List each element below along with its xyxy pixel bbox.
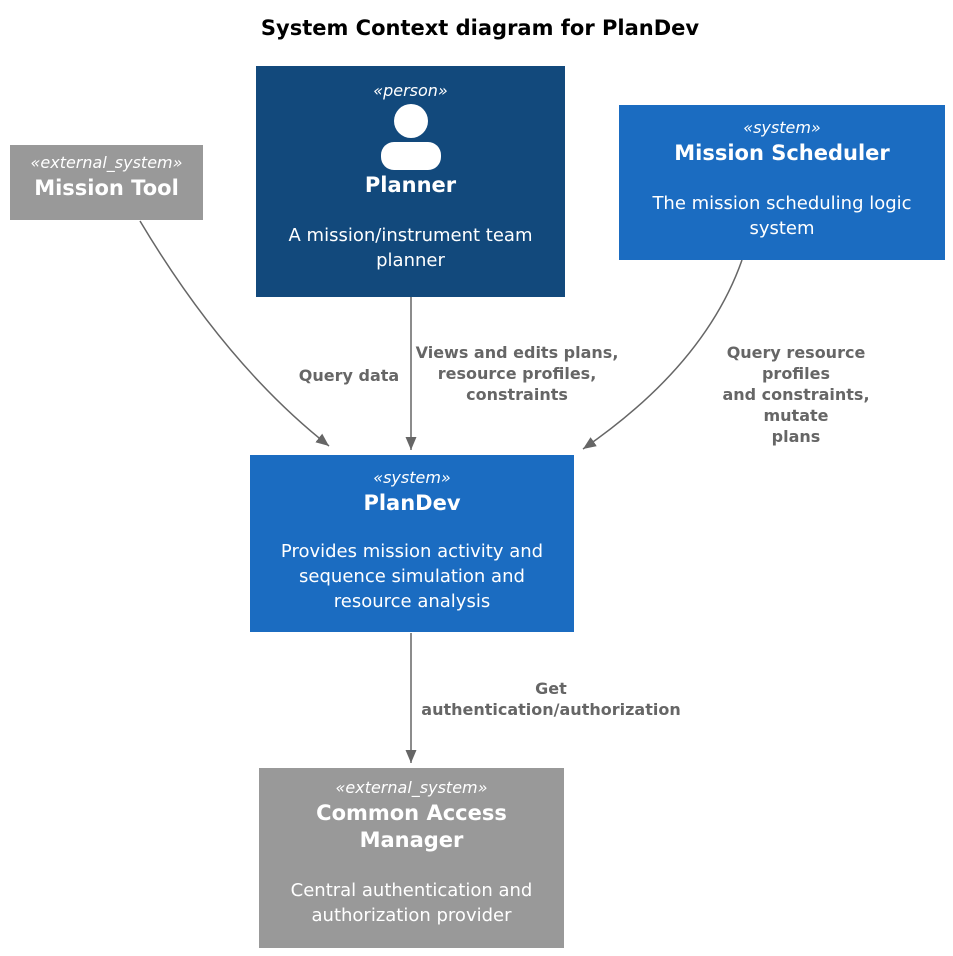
common-access-manager-name: Common Access Manager bbox=[316, 801, 507, 852]
node-mission-scheduler: «system» Mission Scheduler The mission s… bbox=[619, 105, 945, 260]
common-access-manager-stereotype: «external_system» bbox=[335, 778, 488, 797]
arrow-mission-tool-to-plandev bbox=[139, 220, 330, 447]
plandev-description: Provides mission activity and sequence s… bbox=[280, 541, 544, 612]
edge-label-query-resource-profiles: Query resource profiles and constraints,… bbox=[722, 343, 870, 446]
mission-tool-name: Mission Tool bbox=[34, 176, 179, 200]
node-planner: «person» Planner A mission/instrument te… bbox=[256, 66, 565, 297]
edge-label-query-data: Query data bbox=[298, 366, 400, 385]
person-icon bbox=[380, 104, 441, 170]
arrow-mission-scheduler-to-plandev bbox=[582, 259, 743, 450]
plandev-name: PlanDev bbox=[363, 491, 461, 515]
mission-scheduler-description: The mission scheduling logic system bbox=[652, 193, 912, 239]
node-plandev: «system» PlanDev Provides mission activi… bbox=[250, 455, 574, 632]
edge-label-get-authentication: Get authentication/authorization bbox=[421, 679, 681, 719]
diagram-title: System Context diagram for PlanDev bbox=[260, 16, 700, 40]
node-common-access-manager: «external_system» Common Access Manager … bbox=[259, 768, 564, 948]
node-mission-tool: «external_system» Mission Tool bbox=[10, 145, 203, 220]
mission-scheduler-stereotype: «system» bbox=[743, 118, 821, 137]
planner-description: A mission/instrument team planner bbox=[288, 225, 533, 271]
planner-name: Planner bbox=[364, 173, 457, 197]
planner-stereotype: «person» bbox=[373, 81, 448, 100]
common-access-manager-description: Central authentication and authorization… bbox=[290, 880, 533, 926]
edge-label-views-and-edits-plans: Views and edits plans, resource profiles… bbox=[415, 343, 619, 404]
plandev-stereotype: «system» bbox=[373, 468, 451, 487]
mission-scheduler-name: Mission Scheduler bbox=[674, 141, 890, 165]
mission-tool-stereotype: «external_system» bbox=[30, 153, 183, 172]
